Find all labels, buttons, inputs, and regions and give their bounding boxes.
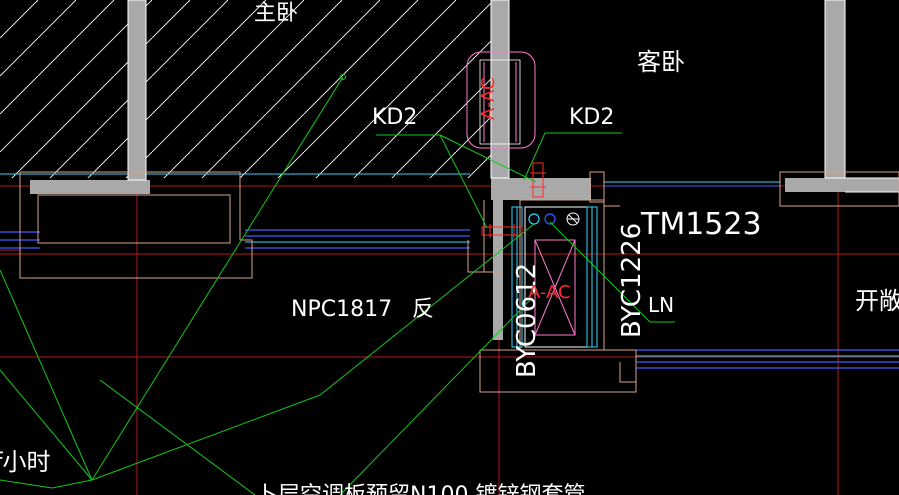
label-ln: LN: [648, 293, 674, 317]
label-tm1523: TM1523: [640, 207, 762, 242]
label-npc1817: NPC1817: [291, 297, 392, 322]
leader-lines: [0, 76, 675, 495]
window-lines: [0, 173, 899, 369]
ac-outdoor-bracket: [466, 51, 536, 149]
label-kd2-right: KD2: [569, 105, 614, 130]
leader-end-dot: [340, 74, 346, 80]
room-label-open-balcony: 开敞: [855, 287, 899, 315]
room-label-guest-bedroom: 客卧: [637, 48, 685, 76]
room-label-hour: f小时: [0, 448, 50, 476]
label-ac-top: A-AC: [478, 77, 499, 120]
label-fan: 反: [412, 297, 434, 322]
wall-outlines: [127, 0, 899, 193]
master-bedroom-hatch: [0, 0, 491, 178]
label-byc1226: BYC1226: [617, 223, 647, 338]
label-kd2-left: KD2: [372, 105, 417, 130]
pipe-sleeve-icon: [566, 212, 580, 226]
ac-balcony-bay: [511, 206, 598, 348]
label-byc0612: BYC0612: [512, 263, 542, 378]
label-ac-mid: A-AC: [528, 282, 571, 303]
ledge-outlines: [19, 171, 899, 393]
concrete-walls: [30, 0, 899, 340]
condensate-drain-pipe-icon: [528, 213, 540, 225]
bottom-note: 卜层空调板预留N100 镀锌钢套管: [256, 483, 585, 495]
room-label-master-bedroom: 主卧: [254, 1, 298, 26]
rainwater-pipe-icon: [544, 213, 556, 225]
air-conditioner-unit-icon: [534, 239, 576, 336]
